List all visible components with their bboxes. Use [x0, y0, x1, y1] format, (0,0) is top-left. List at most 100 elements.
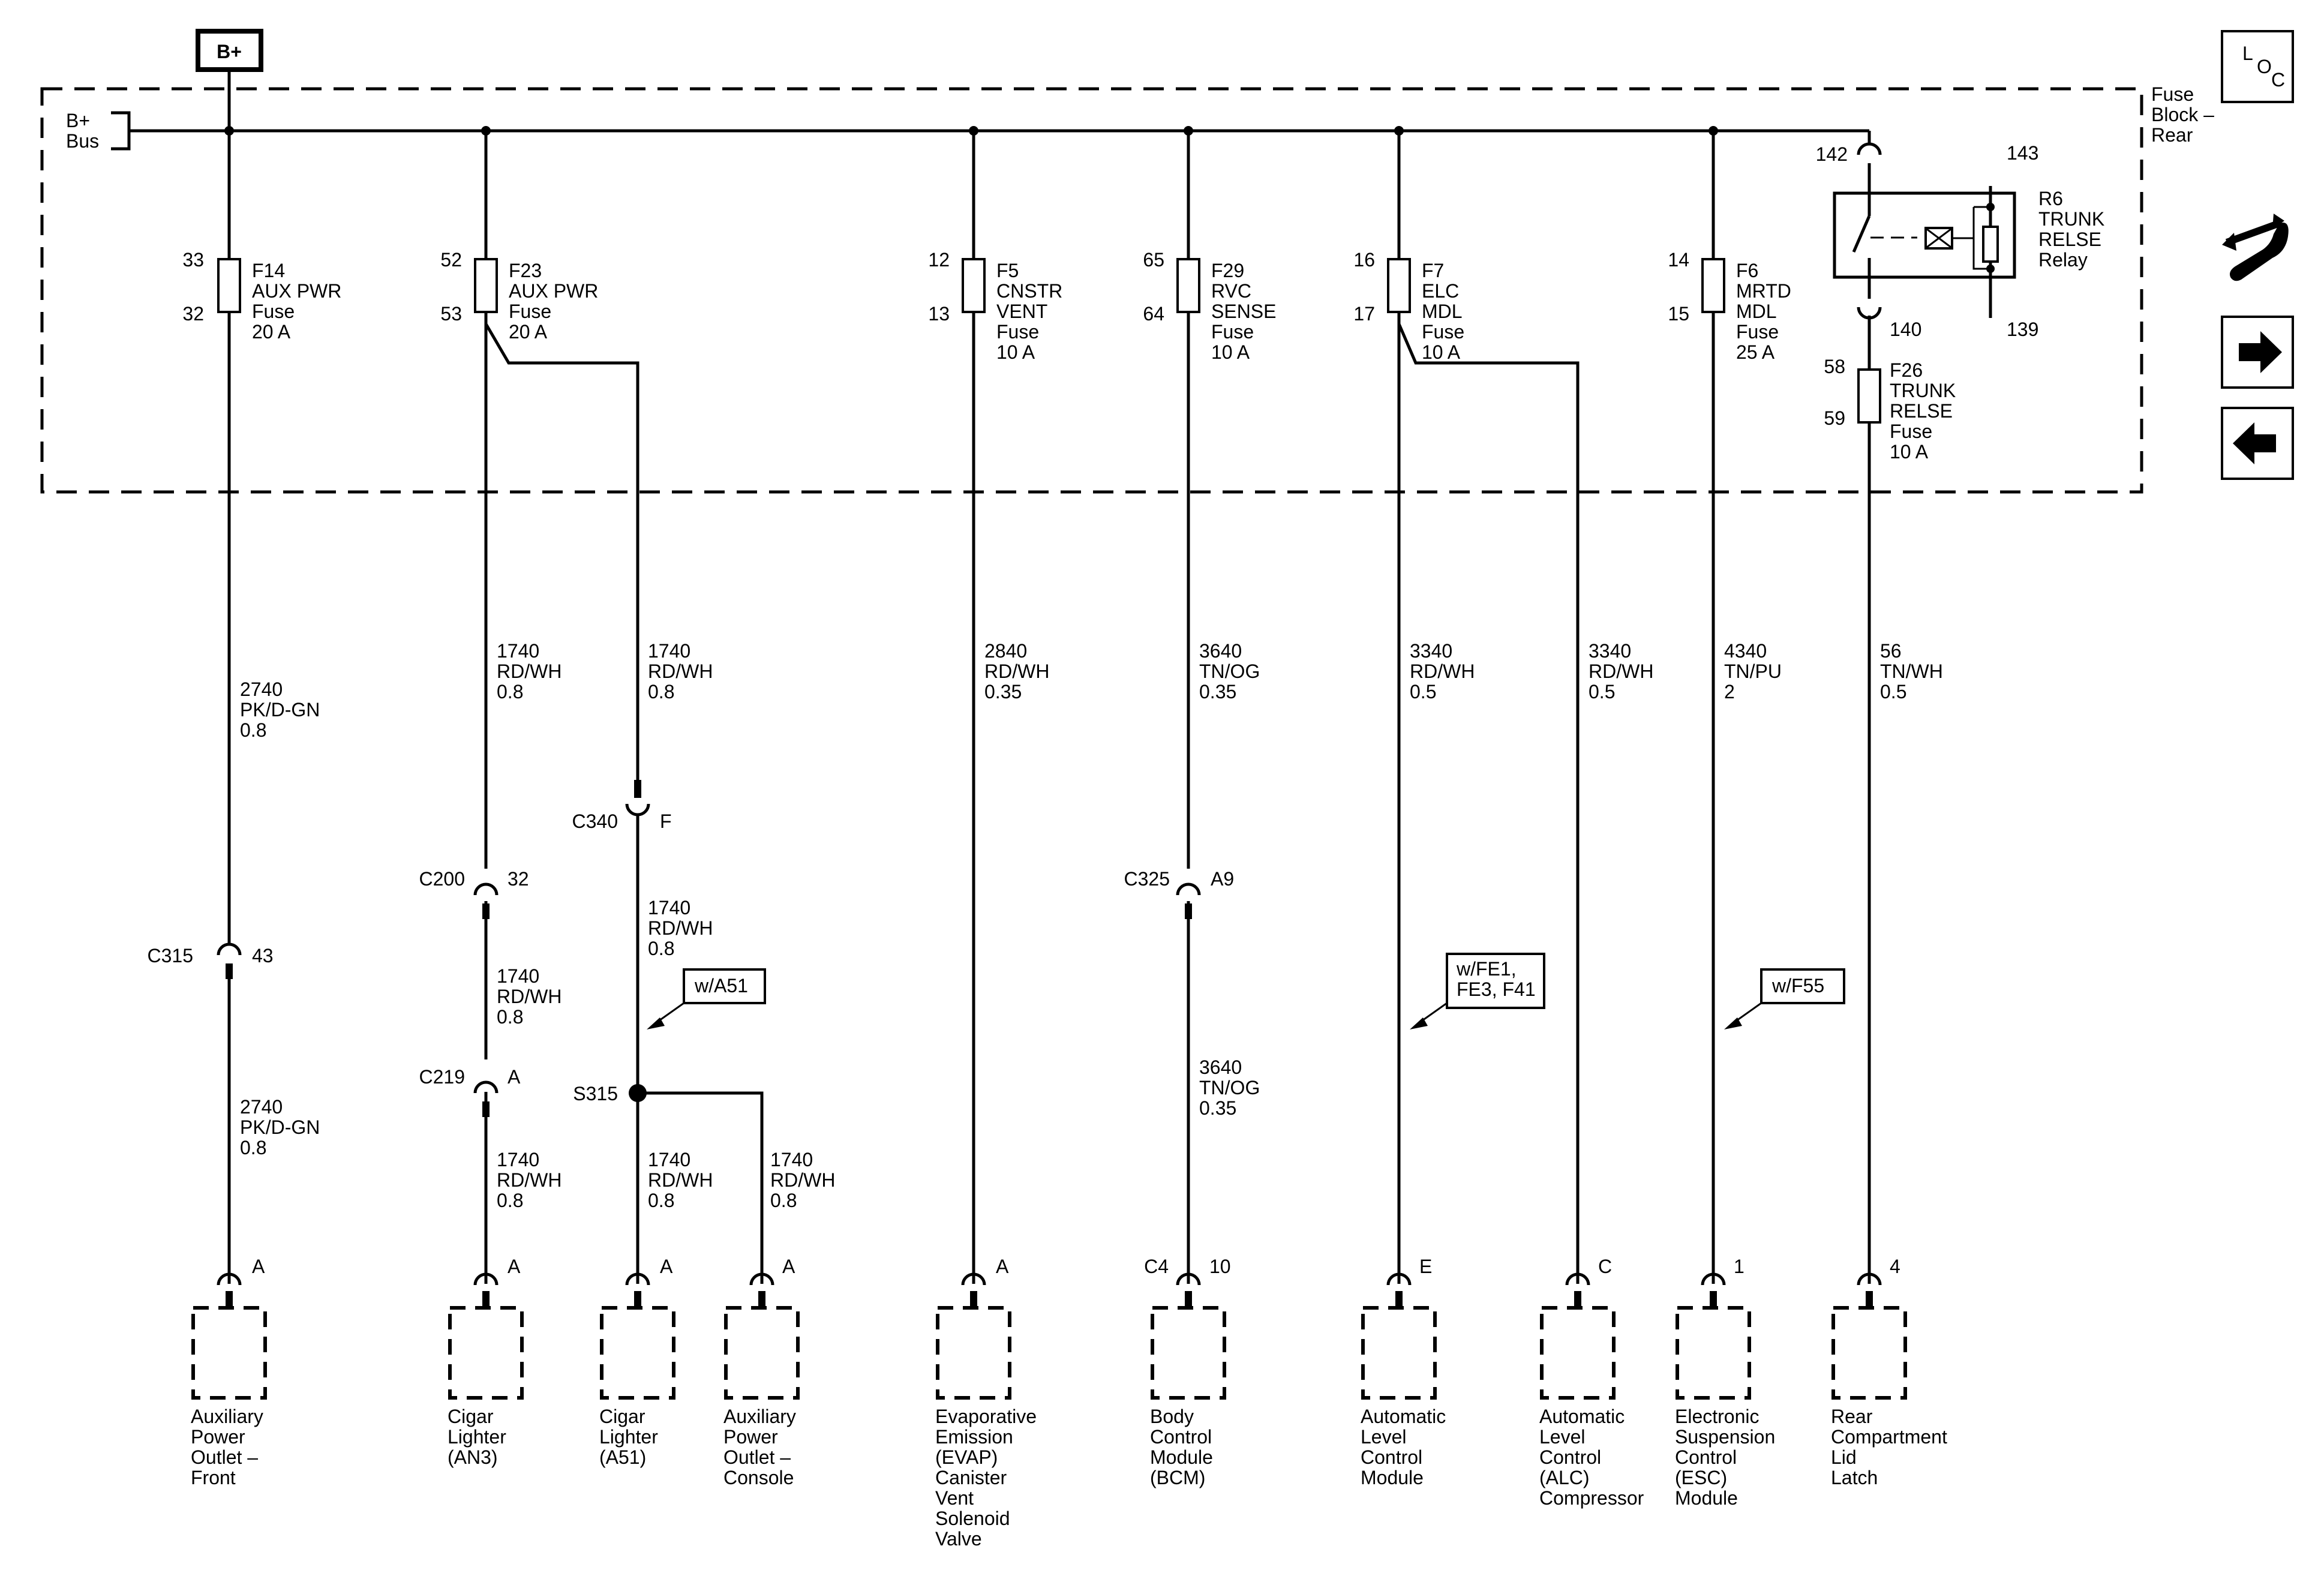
component-label: Console	[723, 1467, 794, 1488]
component-label: Lid	[1831, 1446, 1857, 1468]
tool-arrow	[2222, 233, 2236, 251]
fuse-pin: 32	[182, 303, 204, 325]
component-label: Body	[1150, 1406, 1194, 1427]
component-connector	[217, 1272, 242, 1286]
connector-name[interactable]: C340	[572, 810, 618, 832]
loc-letter: O	[2257, 56, 2272, 77]
connector-name[interactable]: C325	[1124, 868, 1170, 890]
wire-label-group: 2740 PK/D-GN 0.8 2740 PK/D-GN 0.8 1740 R…	[240, 640, 1943, 1211]
wire-label: RD/WH	[648, 1169, 713, 1191]
component-label: Cigar	[448, 1406, 494, 1427]
component-label: (EVAP)	[935, 1446, 998, 1468]
component-aux-outlet-console[interactable]: A Auxiliary Power Outlet – Console	[723, 1256, 800, 1488]
option-label: w/F55	[1771, 975, 1824, 996]
relay-label: RELSE	[2038, 229, 2101, 250]
fuse-label: F23	[509, 260, 542, 281]
fuse-f26[interactable]	[1857, 368, 1881, 424]
component-box	[1361, 1306, 1437, 1400]
fuse-label: 10 A	[1211, 341, 1250, 363]
component-alc-module[interactable]: E Automatic Level Control Module	[1361, 1256, 1446, 1488]
fuse-f23[interactable]	[474, 258, 498, 313]
component-connector	[1857, 1272, 1882, 1286]
component-label: Suspension	[1675, 1426, 1775, 1448]
fuse-f7[interactable]	[1387, 258, 1411, 313]
relay-switch-blade	[1852, 215, 1871, 253]
loc-letter: C	[2271, 69, 2285, 91]
option-flag-fe1[interactable]	[1446, 953, 1545, 1009]
fuse-f5[interactable]	[962, 258, 986, 313]
option-flag-a51[interactable]	[683, 968, 766, 1004]
component-evap-vent-solenoid[interactable]: A Evaporative Emission (EVAP) Canister V…	[935, 1256, 1037, 1550]
component-connector	[473, 1272, 499, 1286]
relay-pin: 140	[1890, 319, 1921, 340]
relay-pin: 143	[2007, 142, 2038, 164]
wire-label: RD/WH	[770, 1169, 835, 1191]
component-pin: 10	[1209, 1256, 1231, 1277]
component-connector	[1386, 1272, 1412, 1286]
splice-label[interactable]: S315	[573, 1083, 618, 1104]
fuse-block-outline	[40, 87, 2143, 494]
fuse-f29[interactable]	[1176, 258, 1200, 313]
component-label: Outlet –	[723, 1446, 791, 1468]
component-esc-module[interactable]: 1 Electronic Suspension Control (ESC) Mo…	[1675, 1256, 1775, 1509]
component-label: Evaporative	[935, 1406, 1037, 1427]
connector-name[interactable]: C200	[419, 868, 466, 890]
fuse-label: MDL	[1422, 301, 1463, 322]
relay-diode-bottom	[1972, 207, 1990, 270]
component-cigar-lighter-an3[interactable]: A Cigar Lighter (AN3)	[448, 1256, 524, 1468]
component-pin: 4	[1890, 1256, 1900, 1277]
component-pin: A	[508, 1256, 521, 1277]
wire-label: 3640	[1199, 1056, 1242, 1078]
relay-label: TRUNK	[2038, 208, 2104, 230]
fuse-label: Fuse	[1736, 321, 1779, 343]
wire-label: 1740	[497, 640, 539, 662]
fuse-pin: 53	[440, 303, 462, 325]
component-label: Level	[1539, 1426, 1586, 1448]
component-body-control-module[interactable]: C4 10 Body Control Module (BCM)	[1144, 1256, 1231, 1488]
wire-label: 1740	[497, 965, 539, 987]
wire-label: 1740	[648, 1149, 690, 1170]
wire-label: RD/WH	[648, 661, 713, 682]
fuse-f6[interactable]	[1701, 258, 1725, 313]
component-rear-lid-latch[interactable]: 4 Rear Compartment Lid Latch	[1831, 1256, 1947, 1488]
fuse-label: Fuse	[509, 301, 551, 322]
connector-pin: A	[508, 1066, 521, 1088]
loc-button[interactable]: L O C	[2221, 30, 2294, 103]
loc-button-frame[interactable]	[2221, 30, 2294, 103]
component-alc-compressor[interactable]: C Automatic Level Control (ALC) Compress…	[1539, 1256, 1644, 1509]
component-label: Canister	[935, 1467, 1007, 1488]
wire-label: 0.8	[648, 1190, 674, 1211]
wire-label: PK/D-GN	[240, 699, 320, 721]
component-pin: A	[660, 1256, 673, 1277]
next-page-button[interactable]	[2221, 316, 2294, 389]
fuse-label: VENT	[996, 301, 1047, 322]
relay-label: R6	[2038, 188, 2063, 209]
wire-label: 1740	[497, 1149, 539, 1170]
connector-tool-icon[interactable]	[2222, 214, 2289, 281]
relay-box[interactable]	[1833, 191, 2016, 279]
component-label: Power	[723, 1426, 778, 1448]
connector-name[interactable]: C219	[419, 1066, 466, 1088]
connector-pin: 43	[252, 945, 274, 966]
connector-name[interactable]: C315	[148, 945, 194, 966]
component-label: Lighter	[448, 1426, 506, 1448]
component-aux-outlet-front[interactable]: A Auxiliary Power Outlet – Front	[191, 1256, 267, 1488]
wire-label: 3640	[1199, 640, 1242, 662]
option-flag-f55[interactable]	[1760, 968, 1845, 1004]
component-cigar-lighter-a51[interactable]: A Cigar Lighter (A51)	[599, 1256, 675, 1468]
component-box	[1676, 1306, 1751, 1400]
prev-page-button[interactable]	[2221, 407, 2294, 480]
component-label: Outlet –	[191, 1446, 258, 1468]
fuse-label: 10 A	[1422, 341, 1461, 363]
wire-label: 4340	[1724, 640, 1767, 662]
component-label: Lighter	[599, 1426, 658, 1448]
connector-c219-female	[473, 1080, 499, 1094]
component-connector	[1701, 1272, 1726, 1286]
fuse-f14[interactable]	[217, 258, 241, 313]
wire-label: TN/PU	[1724, 661, 1782, 682]
tool-wrench	[2230, 222, 2289, 281]
option-label: w/A51	[694, 975, 748, 996]
tool-shaft	[2225, 220, 2281, 246]
block-label-2: Block –	[2151, 104, 2214, 125]
